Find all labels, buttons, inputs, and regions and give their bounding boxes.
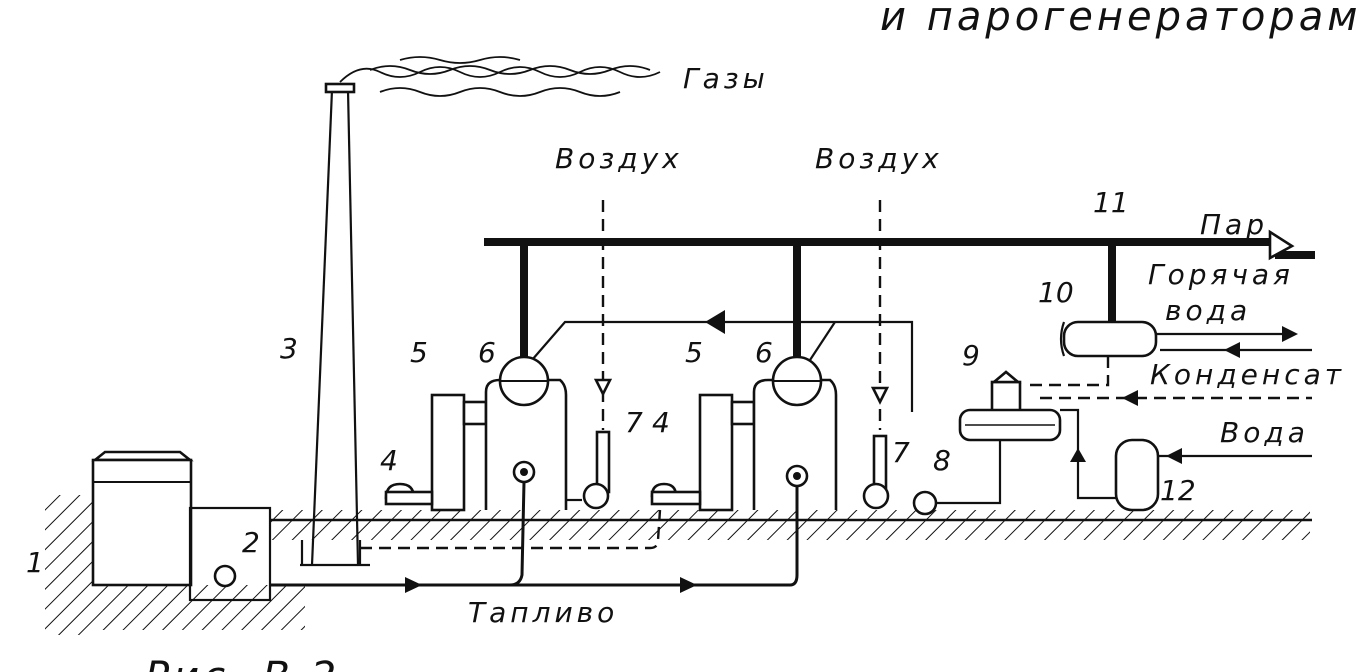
- callout-5a: 5: [410, 336, 428, 369]
- steam-label: Пар: [1200, 208, 1268, 241]
- fuel-pump-pit: [188, 506, 272, 602]
- air-supply-lines: [582, 200, 890, 510]
- hot-water-label-line2: вода: [1165, 294, 1251, 327]
- water-label: Вода: [1220, 416, 1309, 449]
- hot-water-label-line1: Горячая: [1148, 258, 1294, 291]
- air-label-2: Воздух: [815, 142, 943, 175]
- feed-water-system: [912, 320, 1312, 516]
- callout-12: 12: [1160, 474, 1196, 507]
- callout-7a: 7: [625, 406, 643, 439]
- callout-11: 11: [1093, 186, 1129, 219]
- smoke-lines: [339, 56, 661, 97]
- air-label-1: Воздух: [555, 142, 683, 175]
- callout-5b: 5: [685, 336, 703, 369]
- ground: [45, 495, 1312, 635]
- callout-9: 9: [962, 339, 980, 372]
- callout-4b: 4: [652, 406, 670, 439]
- callout-10: 10: [1038, 276, 1074, 309]
- condensate-label: Конденсат: [1150, 358, 1345, 391]
- callout-2: 2: [242, 526, 260, 559]
- callout-3: 3: [280, 332, 298, 365]
- callout-8: 8: [933, 444, 951, 477]
- fuel-lines: [270, 481, 799, 593]
- gases-label: Газы: [683, 62, 769, 95]
- hot-water-return-lines: [531, 310, 914, 412]
- header-cut-text: и парогенераторам.: [880, 0, 1360, 40]
- fuel-tank: [91, 450, 194, 587]
- callout-6a: 6: [478, 336, 496, 369]
- callout-6b: 6: [755, 336, 773, 369]
- boiler-unit-1: [430, 355, 582, 512]
- callout-4a: 4: [380, 444, 398, 477]
- boiler-unit-2: [698, 355, 838, 512]
- callout-7b: 7: [892, 436, 910, 469]
- caption-cut-text: Рис. В.2.: [145, 654, 357, 672]
- callout-1: 1: [26, 546, 44, 579]
- blowers: [384, 482, 702, 506]
- fuel-label: Тапливо: [468, 596, 618, 629]
- chimney: [300, 82, 370, 567]
